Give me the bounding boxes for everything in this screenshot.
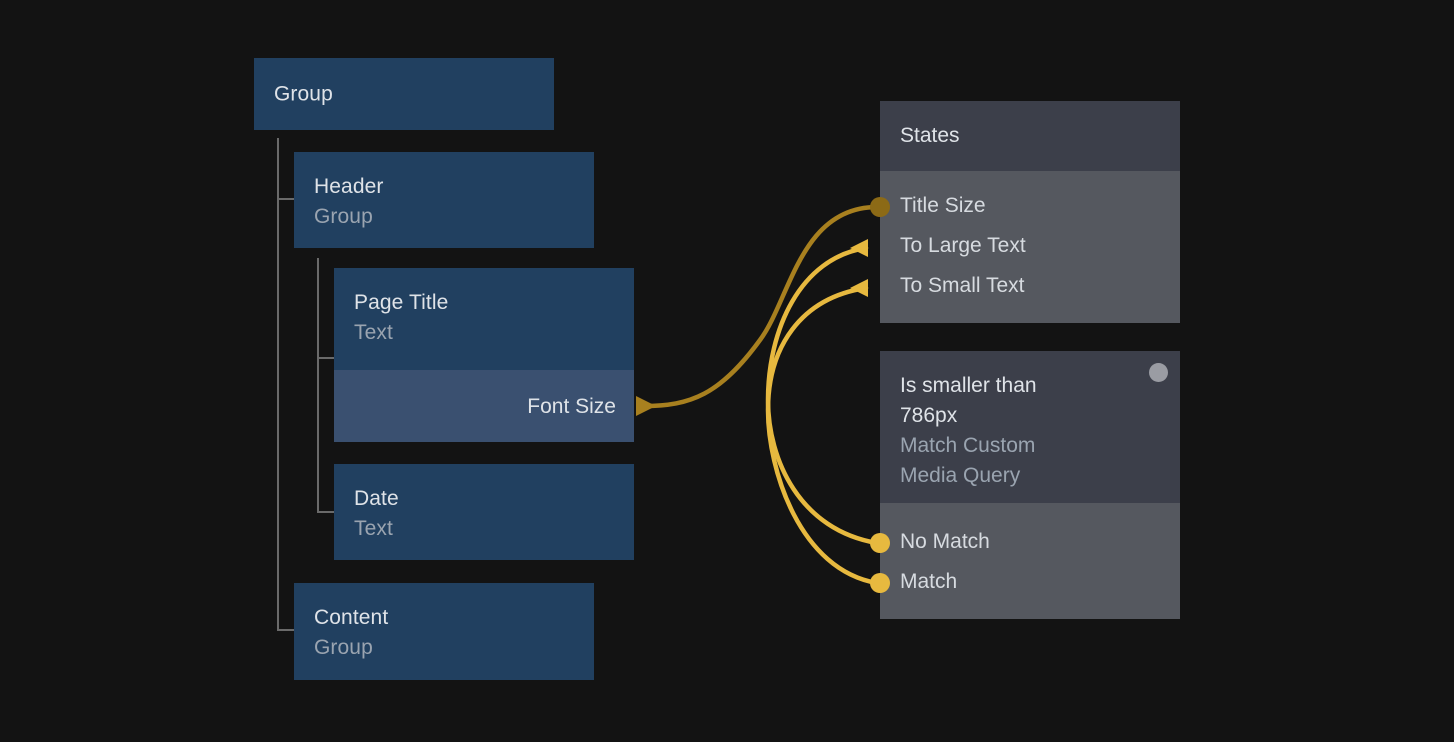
status-indicator-dot [1149,363,1168,382]
node-title: Header [314,175,384,198]
node-content[interactable]: Content Group [294,583,594,680]
panel-subtitle: Match Custom Media Query [900,434,1036,487]
tree-line-root-to-content [277,629,294,631]
tree-line-header-to-page-title [317,357,334,359]
panel-media-query[interactable]: Is smaller than 786px Match Custom Media… [880,351,1180,619]
node-subtitle: Group [314,636,373,659]
edge-no-match-to-large-text [765,239,880,546]
panel-states-header: States [880,101,1180,171]
port-row-font-size[interactable]: Font Size [334,370,634,442]
port-label-font-size: Font Size [527,394,616,418]
port-label-no-match: No Match [900,530,990,553]
node-group-root[interactable]: Group [254,58,554,130]
tree-line-header-vertical [317,258,319,512]
arrowhead-to-large-text [850,239,868,257]
port-row-match[interactable]: Match [880,569,1180,595]
panel-title: Is smaller than 786px [900,374,1037,427]
port-label-to-small-text: To Small Text [900,274,1025,297]
node-subtitle: Text [354,517,393,540]
port-row-title-size[interactable]: Title Size [880,193,1180,219]
node-subtitle: Text [354,321,393,344]
port-label-title-size: Title Size [900,194,986,217]
panel-media-query-header: Is smaller than 786px Match Custom Media… [880,351,1180,503]
tree-line-root-vertical [277,138,279,630]
port-row-to-small-text[interactable]: To Small Text [880,273,1180,299]
port-row-no-match[interactable]: No Match [880,529,1180,555]
node-subtitle: Group [314,205,373,228]
arrowhead-font-size [636,396,656,416]
node-date[interactable]: Date Text [334,464,634,560]
port-label-match: Match [900,570,958,593]
node-title: Group [274,82,333,106]
panel-media-query-body: No Match Match [880,503,1180,619]
panel-states-body: Title Size To Large Text To Small Text [880,171,1180,323]
node-title: Date [354,487,399,510]
port-row-to-large-text[interactable]: To Large Text [880,233,1180,259]
panel-states[interactable]: States Title Size To Large Text To Small… [880,101,1180,323]
panel-title: States [900,124,960,147]
arrowhead-to-small-text [850,279,868,297]
node-title: Content [314,606,389,629]
node-header[interactable]: Header Group [294,152,594,248]
edge-title-size-to-font-size [636,204,880,416]
tree-line-header-to-date [317,511,334,513]
port-label-to-large-text: To Large Text [900,234,1026,257]
node-title: Page Title [354,291,449,314]
tree-line-root-to-header [277,198,294,200]
edge-match-to-small-text [765,279,880,586]
node-page-title[interactable]: Page Title Text Font Size [334,268,634,442]
